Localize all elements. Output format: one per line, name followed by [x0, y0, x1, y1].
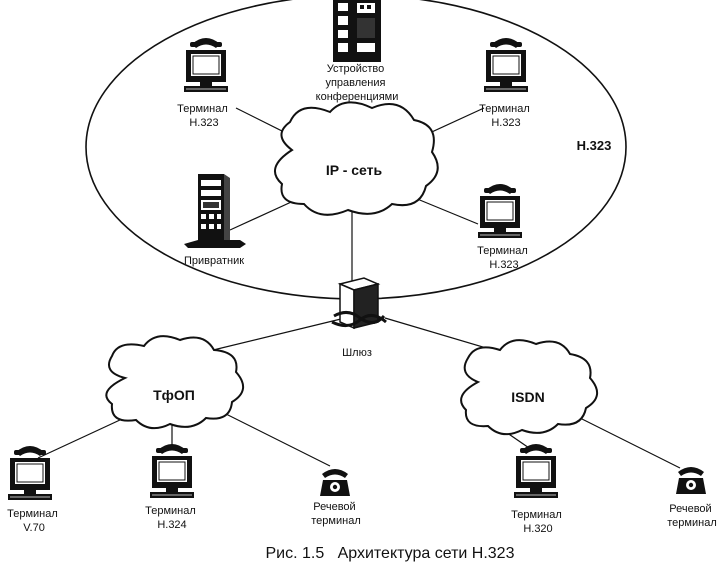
telephone-icon [320, 469, 350, 496]
gateway-label: Шлюз [342, 347, 372, 359]
connection-lines [37, 102, 681, 469]
terminal-icon [149, 443, 195, 499]
gateway-icon [331, 277, 387, 330]
gatekeeper-label: Привратник [184, 255, 244, 267]
terminal-icon [477, 183, 523, 239]
terminal-icon [183, 37, 229, 93]
terminal-h323-tr-label: Терминал Н.323 [479, 103, 533, 129]
voice-terminal-left-label: Речевой терминал [311, 501, 360, 527]
terminal-h324-label: Терминал Н.324 [145, 505, 199, 531]
ip-network-label: IP - сеть [326, 162, 383, 178]
telephone-icon [676, 467, 706, 494]
figure-caption: Рис. 1.5 Архитектура сети Н.323 [266, 545, 515, 562]
conference-unit-label: Устройство управления конференциями [316, 63, 399, 103]
isdn-cloud: ISDN [460, 339, 598, 436]
terminal-h320-label: Терминал Н.320 [511, 509, 565, 535]
pstn-label: ТфОП [153, 387, 195, 403]
terminal-icon [483, 37, 529, 93]
server-rack-icon [184, 174, 246, 248]
terminal-v70-label: Терминал V.70 [7, 508, 61, 534]
server-rack-icon [333, 0, 381, 62]
terminal-h323-tl-label: Терминал Н.323 [177, 103, 231, 129]
pstn-cloud: ТфОП [105, 335, 244, 430]
voice-terminal-right-label: Речевой терминал [667, 503, 716, 529]
terminal-icon [513, 443, 559, 499]
terminal-icon [7, 445, 53, 501]
terminal-h323-r-label: Терминал Н.323 [477, 245, 531, 271]
h323-zone-label: Н.323 [577, 138, 612, 153]
ip-network-cloud: IP - сеть [273, 101, 439, 216]
isdn-label: ISDN [511, 389, 544, 405]
